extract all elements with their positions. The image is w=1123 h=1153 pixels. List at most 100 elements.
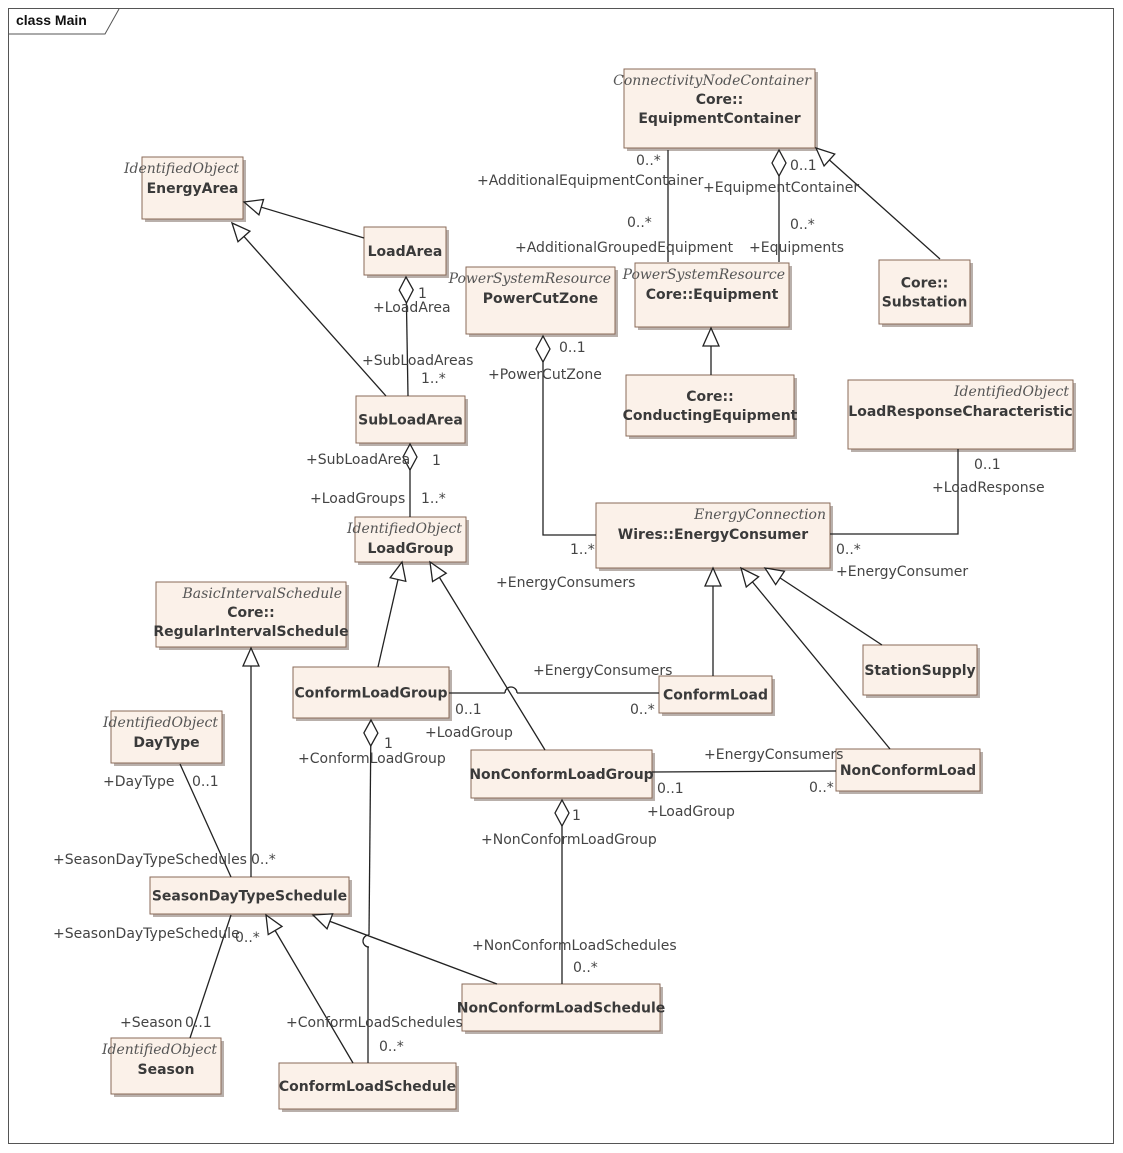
association-label: 1..* <box>421 371 446 387</box>
gen-loadarea-energyarea-line <box>243 201 365 239</box>
class-name: DayType <box>133 735 199 751</box>
association-label: 0..1 <box>974 457 1001 473</box>
class-name: Wires::EnergyConsumer <box>618 527 808 543</box>
class-name: LoadArea <box>368 244 443 260</box>
class-name: StationSupply <box>864 663 975 679</box>
class-equipment-container[interactable]: ConnectivityNodeContainerCore::Equipment… <box>613 68 818 151</box>
class-sub-load-area[interactable]: SubLoadArea <box>355 395 468 446</box>
association-label: 0..* <box>379 1039 404 1055</box>
association-label: 0..1 <box>559 340 586 356</box>
classes-layer: ConnectivityNodeContainerCore::Equipment… <box>101 68 1076 1112</box>
assoc-powercutzone <box>542 336 596 536</box>
association-label: +EquipmentContainer <box>703 180 859 196</box>
assoc-subloadareas-diamond <box>398 275 414 305</box>
gen-stationsupply-energyconsumer-line <box>764 567 883 646</box>
class-conform-load[interactable]: ConformLoad <box>658 675 775 716</box>
class-stereotype: ConnectivityNodeContainer <box>613 73 812 89</box>
class-regular-interval-schedule[interactable]: BasicIntervalScheduleCore::RegularInterv… <box>153 581 349 650</box>
gen-conformload-energyconsumer-arrow <box>703 566 723 587</box>
class-conducting-equipment[interactable]: Core::ConductingEquipment <box>623 374 798 439</box>
assoc-nonconformload <box>651 770 837 773</box>
association-label: 1..* <box>421 491 446 507</box>
association-label: +SubLoadAreas <box>362 353 473 369</box>
class-name: NonConformLoadSchedule <box>457 1001 666 1017</box>
class-name: LoadResponseCharacteristic <box>848 404 1072 420</box>
class-stereotype: IdentifiedObject <box>123 161 239 177</box>
association-label: 0..1 <box>657 781 684 797</box>
class-non-conform-load[interactable]: NonConformLoad <box>835 748 983 794</box>
class-season-day-type-schedule[interactable]: SeasonDayTypeSchedule <box>149 876 352 917</box>
class-stereotype: IdentifiedObject <box>102 715 218 731</box>
class-station-supply[interactable]: StationSupply <box>862 644 980 698</box>
gen-conformloadschedule-seasondaytype-line <box>265 914 354 1064</box>
assoc-powercutzone-diamond <box>535 334 551 364</box>
association-label: 0..* <box>627 215 652 231</box>
gen-nonconformloadschedule-seasondaytype-arrow <box>311 913 334 930</box>
association-label: +LoadGroup <box>425 725 513 741</box>
association-label: 0..* <box>790 217 815 233</box>
class-stereotype: EnergyConnection <box>693 507 826 523</box>
class-stereotype: PowerSystemResource <box>448 271 611 287</box>
association-label: +Season <box>120 1015 183 1031</box>
class-conform-load-group[interactable]: ConformLoadGroup <box>292 666 452 721</box>
gen-seasondaytypeschedule-regularinterval-arrow <box>241 646 261 667</box>
association-label: 0..1 <box>192 774 219 790</box>
association-label: +LoadGroups <box>310 491 405 507</box>
association-label: 0..* <box>251 852 276 868</box>
class-name: EnergyArea <box>147 181 239 197</box>
class-non-conform-load-group[interactable]: NonConformLoadGroup <box>469 749 655 801</box>
associations-layer <box>179 146 959 1064</box>
gen-conformloadgroup-loadgroup-arrow <box>389 560 407 583</box>
association-label: 0..* <box>573 960 598 976</box>
gen-nonconformload-energyconsumer-line <box>740 567 891 750</box>
class-name: ConformLoadGroup <box>294 686 447 702</box>
class-stereotype: IdentifiedObject <box>953 384 1069 400</box>
assoc-loadgroups-diamond <box>402 442 418 472</box>
class-name: Core:: <box>696 92 744 108</box>
class-name: Core:: <box>227 605 275 621</box>
class-conform-load-schedule[interactable]: ConformLoadSchedule <box>278 1062 459 1112</box>
class-name: Core:: <box>901 276 949 292</box>
association-label: +PowerCutZone <box>488 367 602 383</box>
gen-subloadarea-energyarea-arrow <box>230 221 252 243</box>
gen-stationsupply-energyconsumer-arrow <box>763 567 786 586</box>
association-label: +LoadResponse <box>932 480 1045 496</box>
class-substation[interactable]: Core::Substation <box>878 259 973 327</box>
diagram-frame: class Main <box>8 8 1114 1144</box>
class-name: NonConformLoadGroup <box>469 767 653 783</box>
association-label: +EnergyConsumers <box>704 747 843 763</box>
association-label: +SubLoadArea <box>306 452 410 468</box>
class-name: ConductingEquipment <box>623 408 798 424</box>
gen-substation-equipmentcontainer-line <box>815 147 941 260</box>
association-label: 0..* <box>630 702 655 718</box>
gen-loadarea-energyarea-arrow <box>242 198 265 216</box>
gen-conducting-equipment-arrow <box>701 326 721 347</box>
gen-nonconformloadgroup-loadgroup-arrow <box>429 560 448 583</box>
gen-nonconformloadgroup-loadgroup-line <box>429 561 546 751</box>
association-label: +LoadGroup <box>647 804 735 820</box>
class-name: Core::Equipment <box>646 287 779 303</box>
association-label: +DayType <box>103 774 175 790</box>
association-label: 0..* <box>809 780 834 796</box>
association-label: 1..* <box>570 542 595 558</box>
class-name: LoadGroup <box>367 541 453 557</box>
class-load-response-characteristic[interactable]: IdentifiedObjectLoadResponseCharacterist… <box>847 379 1076 452</box>
class-name: RegularIntervalSchedule <box>153 624 348 640</box>
class-load-area[interactable]: LoadArea <box>363 226 449 278</box>
gen-subloadarea-energyarea-line <box>231 222 387 397</box>
association-label: 0..* <box>636 153 661 169</box>
association-label: +AdditionalEquipmentContainer <box>477 173 704 189</box>
association-label: +NonConformLoadGroup <box>481 832 657 848</box>
class-non-conform-load-schedule[interactable]: NonConformLoadSchedule <box>457 983 666 1034</box>
association-label: +AdditionalGroupedEquipment <box>515 240 734 256</box>
assoc-daytype <box>179 763 232 878</box>
association-label: 0..* <box>836 542 861 558</box>
association-label: +ConformLoadSchedules <box>286 1015 463 1031</box>
